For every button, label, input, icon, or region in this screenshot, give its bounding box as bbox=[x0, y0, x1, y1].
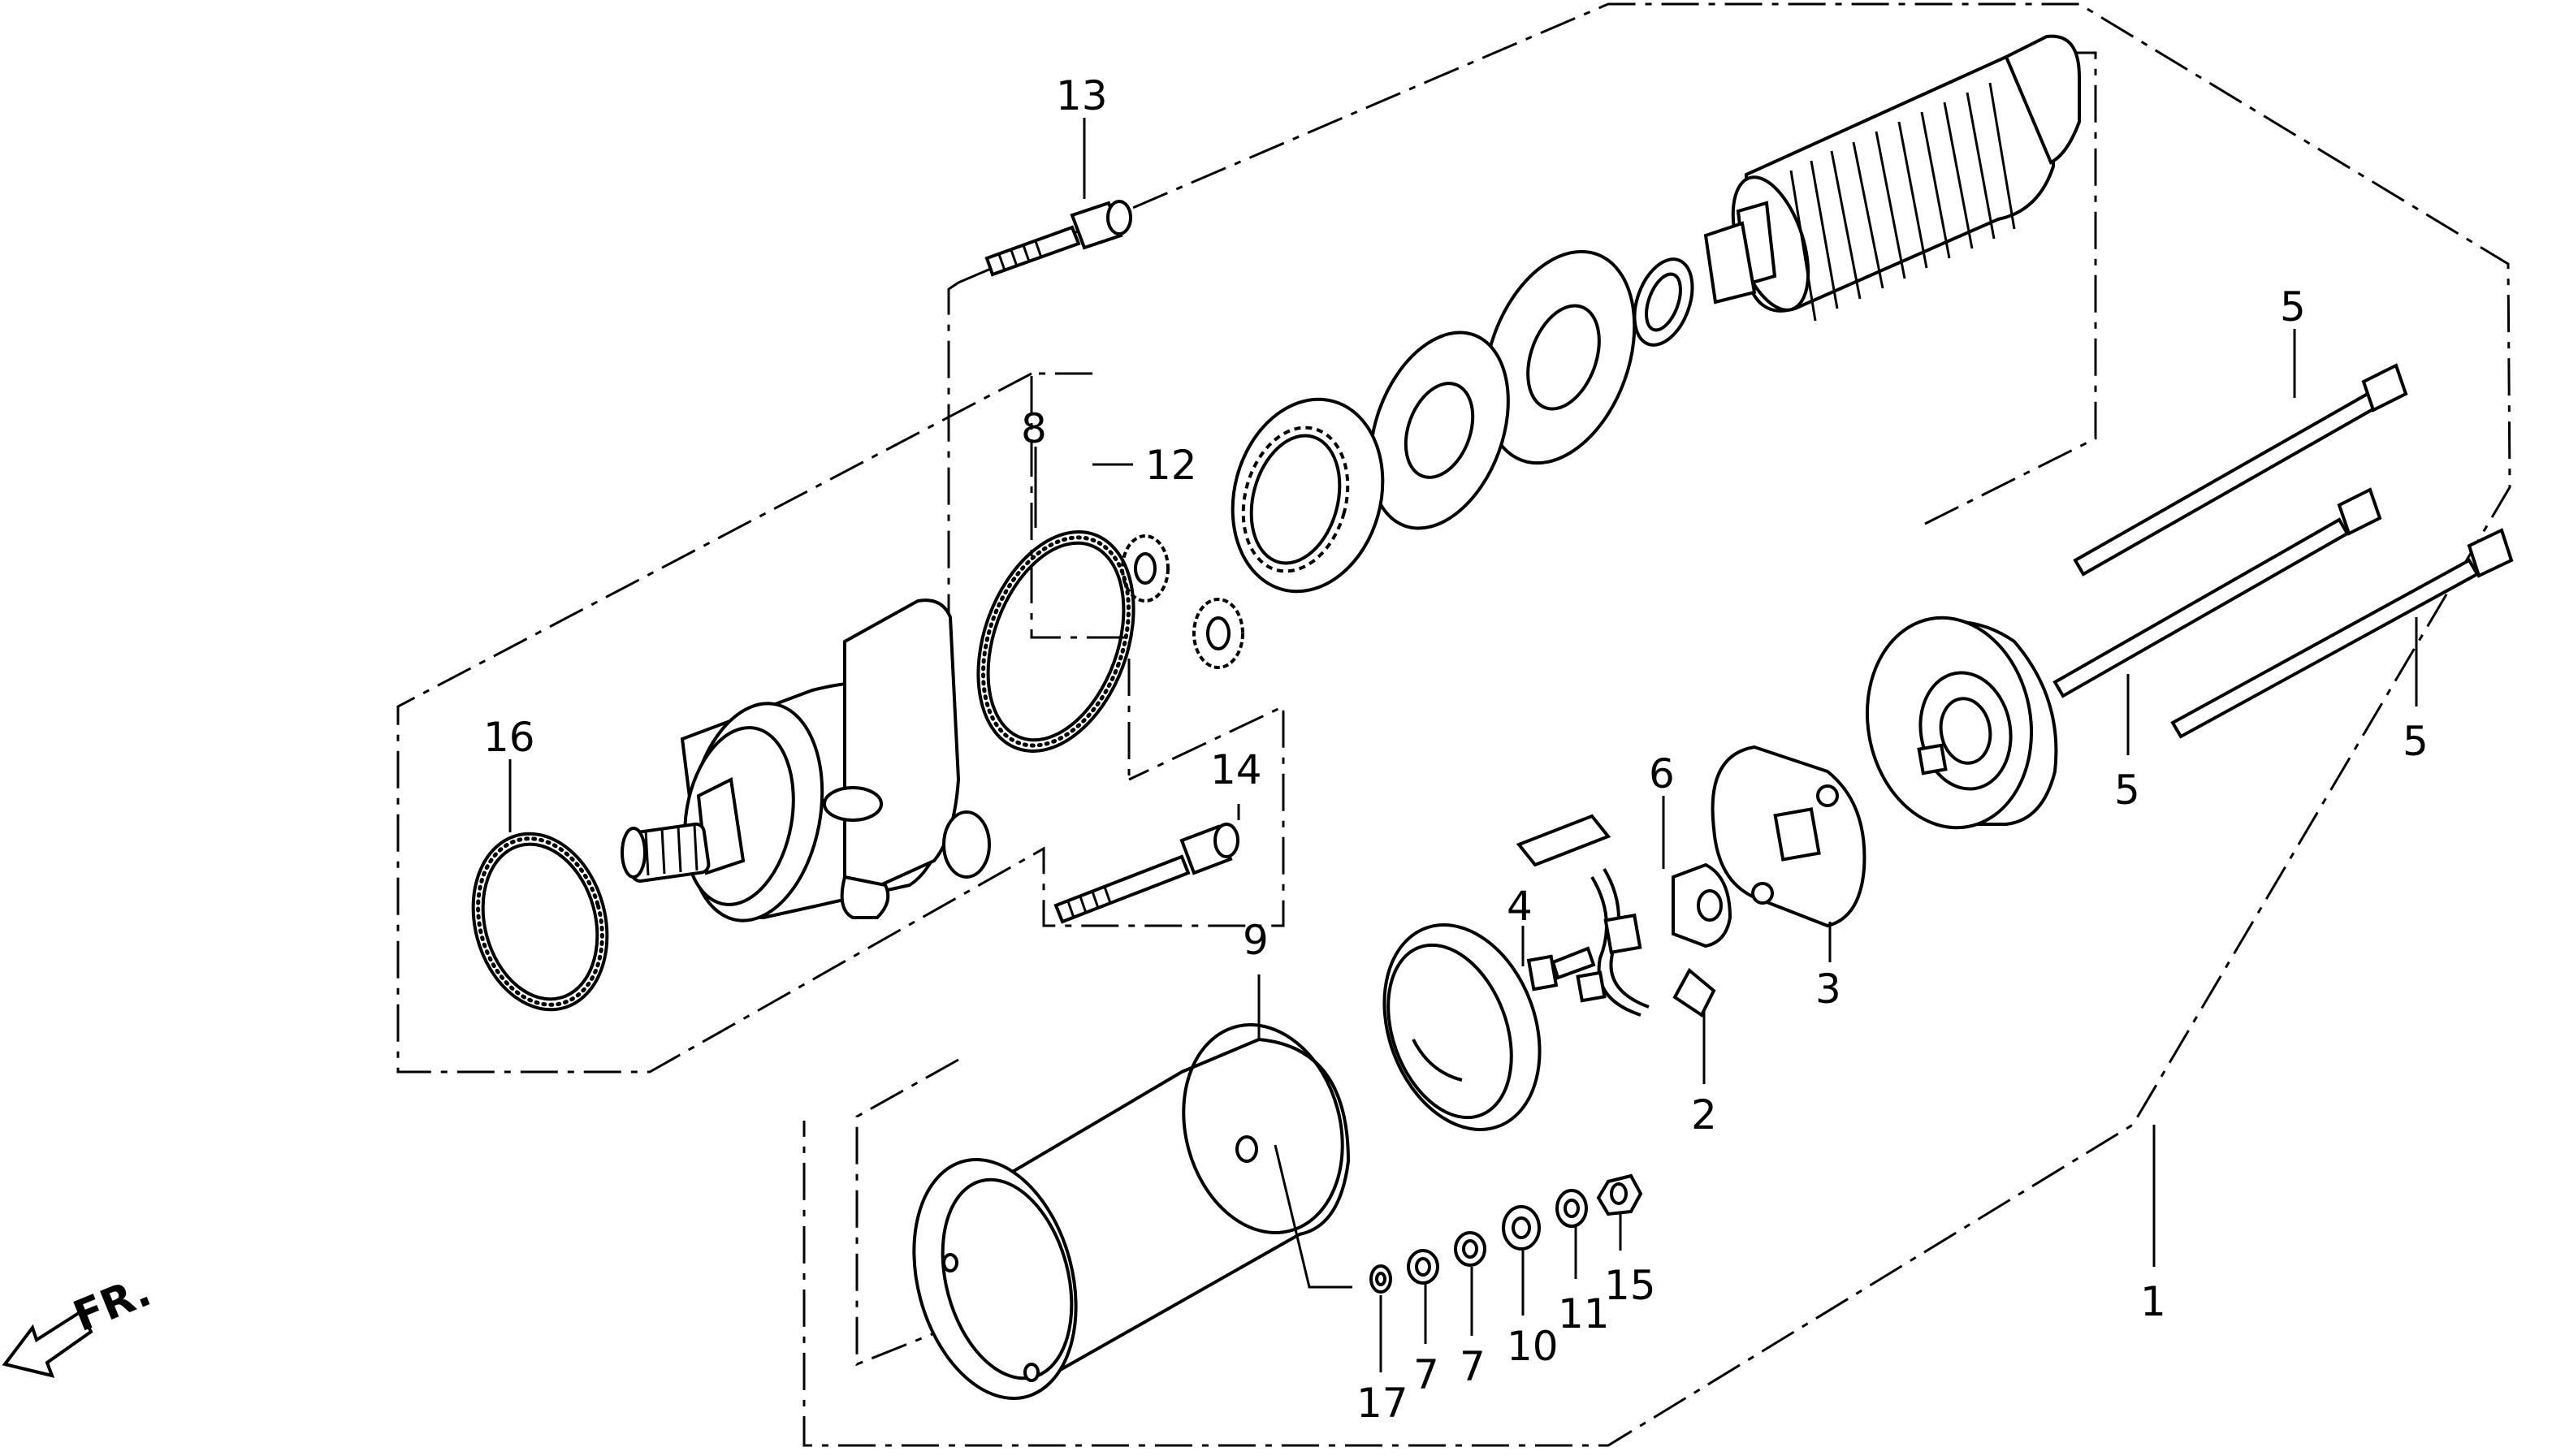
planetary-gears bbox=[1121, 534, 1244, 669]
callout-11: 11 bbox=[1558, 1290, 1610, 1337]
brushes bbox=[1516, 814, 1716, 1017]
callout-5-right: 5 bbox=[2403, 718, 2429, 765]
callout-5-middle: 5 bbox=[2114, 767, 2140, 814]
callout-labels: 13 8 12 16 14 9 4 6 3 2 5 5 5 1 17 7 7 1… bbox=[483, 72, 2429, 1427]
callout-4: 4 bbox=[1507, 883, 1533, 930]
brush-plate-6 bbox=[1672, 862, 1732, 948]
thrust-washers bbox=[1369, 249, 1694, 530]
callout-2: 2 bbox=[1691, 1091, 1717, 1138]
callout-8: 8 bbox=[1021, 405, 1047, 452]
fr-label: FR. bbox=[67, 1267, 158, 1342]
yoke-ring bbox=[1382, 923, 1542, 1131]
bolt-14 bbox=[1053, 823, 1239, 924]
o-ring-16 bbox=[471, 832, 609, 1012]
callout-6: 6 bbox=[1649, 750, 1675, 797]
callout-16: 16 bbox=[483, 714, 535, 761]
callout-9: 9 bbox=[1243, 917, 1269, 964]
o-ring-8 bbox=[976, 530, 1135, 753]
brush-holder bbox=[1711, 745, 1866, 928]
yoke-housing-9 bbox=[912, 1023, 1351, 1400]
through-bolts-5 bbox=[2052, 363, 2514, 739]
front-direction-marker: FR. bbox=[2, 1267, 158, 1378]
callout-5-top: 5 bbox=[2280, 283, 2306, 331]
rear-cover bbox=[1865, 616, 2058, 830]
front-direction-arrow-icon bbox=[2, 1309, 93, 1378]
callout-10: 10 bbox=[1507, 1323, 1559, 1370]
terminal-bolt-4 bbox=[1526, 946, 1596, 992]
front-housing bbox=[621, 598, 991, 922]
leader-lines bbox=[508, 118, 2418, 1372]
callout-12: 12 bbox=[1145, 442, 1197, 489]
callout-14: 14 bbox=[1210, 746, 1262, 793]
callout-7-a: 7 bbox=[1413, 1351, 1439, 1398]
assembly-boundaries bbox=[396, 2, 2511, 1447]
internal-ring-gear bbox=[1231, 397, 1385, 594]
callout-13: 13 bbox=[1056, 72, 1108, 119]
callout-3: 3 bbox=[1815, 966, 1841, 1013]
armature bbox=[1703, 34, 2081, 322]
terminal-washers-nuts bbox=[1369, 1173, 1643, 1294]
callout-17: 17 bbox=[1356, 1380, 1408, 1427]
callout-15: 15 bbox=[1604, 1262, 1656, 1309]
callout-1: 1 bbox=[2140, 1278, 2166, 1325]
bolt-13 bbox=[984, 200, 1132, 277]
callout-7-b: 7 bbox=[1460, 1343, 1486, 1390]
